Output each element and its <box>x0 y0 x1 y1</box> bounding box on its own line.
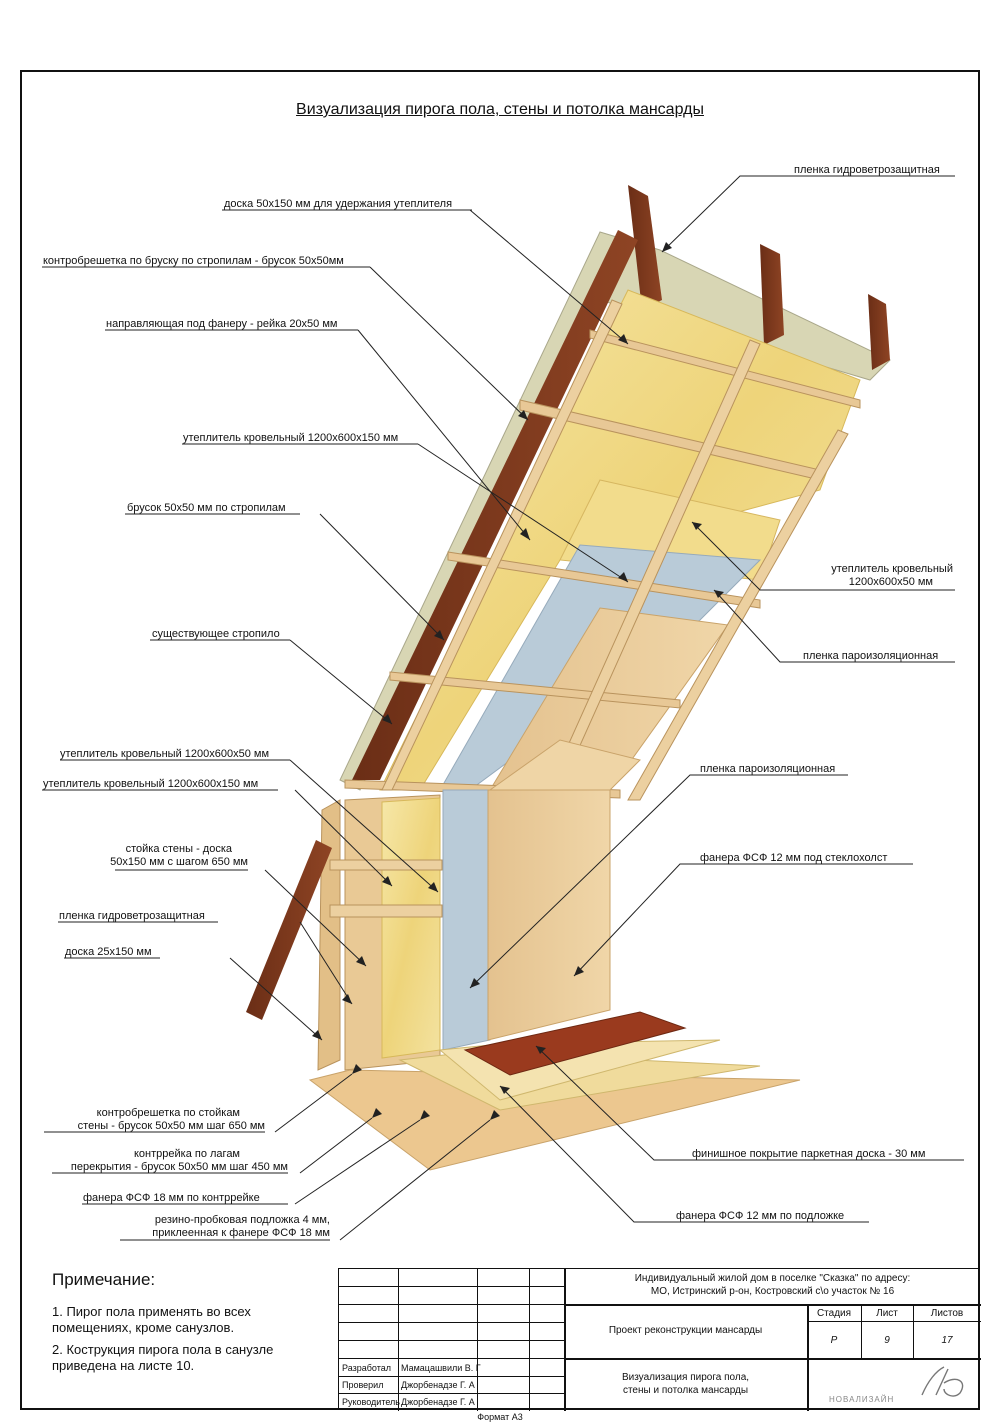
title-block: Индивидуальный жилой дом в поселке "Сказ… <box>338 1268 981 1411</box>
logo-text: НОВАЛИЗАЙН <box>829 1395 895 1404</box>
label-board-25x150: доска 25х150 мм <box>65 946 152 958</box>
label-board-50x150: доска 50х150 мм для удержания утеплителя <box>224 198 453 210</box>
wall-insulation <box>381 797 441 1059</box>
label-wall-counter-batten-b: стены - брусок 50х50 мм шаг 650 мм <box>77 1120 265 1132</box>
name-head: Джорбенадзе Г. А <box>401 1397 475 1407</box>
label-wall-insulation-150: утеплитель кровельный 1200х600х150 мм <box>43 778 259 790</box>
label-bar-50x50: брусок 50х50 мм по стропилам <box>127 502 286 514</box>
label-floor-plywood-18: фанера ФСФ 18 мм по контррейке <box>83 1192 260 1204</box>
label-wall-wind-film: пленка гидроветрозащитная <box>59 910 205 922</box>
wall-vapor-film <box>442 789 491 1051</box>
label-floor-counter-batten-a: контррейка по лагам <box>133 1148 240 1160</box>
label-wall-stud-b: 50х150 мм с шагом 650 мм <box>110 856 248 868</box>
work-title: Проект реконструкции мансарды <box>608 1325 763 1336</box>
rafter-top-1 <box>628 185 662 310</box>
label-wall-insulation-50: утеплитель кровельный 1200х600х50 мм <box>60 748 270 760</box>
format-label: Формат А3 <box>477 1412 523 1422</box>
wall-upper-plywood <box>488 739 641 791</box>
logo-mark-icon <box>921 1366 964 1397</box>
role-developer: Разработал <box>342 1363 391 1373</box>
drawing-title-2: стены и потолка мансарды <box>622 1385 749 1396</box>
label-plywood-guide: направляющая под фанеру - рейка 20х50 мм <box>106 318 338 330</box>
leader-arrowheads <box>312 242 724 1120</box>
stage-value: Р <box>830 1335 838 1346</box>
label-parquet: финишное покрытие паркетная доска - 30 м… <box>692 1148 926 1160</box>
page-title: Визуализация пирога пола, стены и потолк… <box>296 101 704 118</box>
label-wall-plywood: фанера ФСФ 12 мм под стеклохолст <box>700 852 888 864</box>
wall-long-board <box>246 840 332 1020</box>
drawing-title-1: Визуализация пирога пола, <box>621 1372 750 1383</box>
rafter-top-3 <box>868 294 890 370</box>
note-2: 2. Кострукция пирога пола в санузле прив… <box>52 1342 274 1373</box>
leader-lines <box>42 175 964 1241</box>
floor-parquet <box>463 1011 687 1076</box>
name-checker: Джорбенадзе Г. А <box>401 1380 475 1390</box>
sheet-header: Лист <box>876 1308 898 1319</box>
role-checker: Проверил <box>342 1380 384 1390</box>
label-roof-insulation-50-b: 1200х600х50 мм <box>848 576 933 588</box>
wall-crossbars <box>329 859 443 918</box>
roof-counter-battens <box>381 299 849 801</box>
sheets-value: 17 <box>941 1335 953 1346</box>
label-floor-plywood-12: фанера ФСФ 12 мм по подложке <box>676 1210 845 1222</box>
stage-header: Стадия <box>816 1308 852 1319</box>
label-wall-stud-a: стойка стены - доска <box>125 843 232 855</box>
label-roof-wind-film: пленка гидроветрозащитная <box>794 164 940 176</box>
label-roof-insulation-50-a: утеплитель кровельный <box>831 563 953 575</box>
label-wall-vapor-film: пленка пароизоляционная <box>700 763 836 775</box>
sheet-border <box>20 70 980 1410</box>
notes: Примечание: 1. Пирог пола применять во в… <box>52 1270 332 1380</box>
notes-heading: Примечание: <box>52 1270 156 1289</box>
name-developer: Мамацашвили В. Г <box>401 1363 481 1373</box>
label-cork-underlay-b: приклеенная к фанере ФСФ 18 мм <box>152 1227 330 1239</box>
label-cork-underlay-a: резино-пробковая подложка 4 мм, <box>154 1214 330 1226</box>
role-head: Руководитель <box>342 1397 400 1407</box>
label-existing-rafter: существующее стропило <box>152 628 280 640</box>
wall-plywood <box>487 789 611 1041</box>
label-counter-batten: контробрешетка по бруску по стропилам - … <box>43 255 344 267</box>
wall-outer-board <box>317 799 341 1071</box>
label-roof-vapor-film: пленка пароизоляционная <box>803 650 939 662</box>
roof-rafter-band <box>352 230 638 780</box>
note-1: 1. Пирог пола применять во всех помещени… <box>52 1304 251 1335</box>
label-roof-insulation-150: утеплитель кровельный 1200х600х150 мм <box>183 432 399 444</box>
sheet-value: 9 <box>884 1335 890 1346</box>
sheets-header: Листов <box>930 1308 964 1319</box>
rafter-top-2 <box>760 244 784 345</box>
label-floor-counter-batten-b: перекрытия - брусок 50х50 мм шаг 450 мм <box>70 1161 288 1173</box>
label-wall-counter-batten-a: контробрешетка по стойкам <box>96 1107 240 1119</box>
project-line-1: Индивидуальный жилой дом в поселке "Сказ… <box>634 1273 911 1284</box>
project-line-2: МО, Истринский р-он, Костровский с\о уча… <box>650 1286 895 1297</box>
